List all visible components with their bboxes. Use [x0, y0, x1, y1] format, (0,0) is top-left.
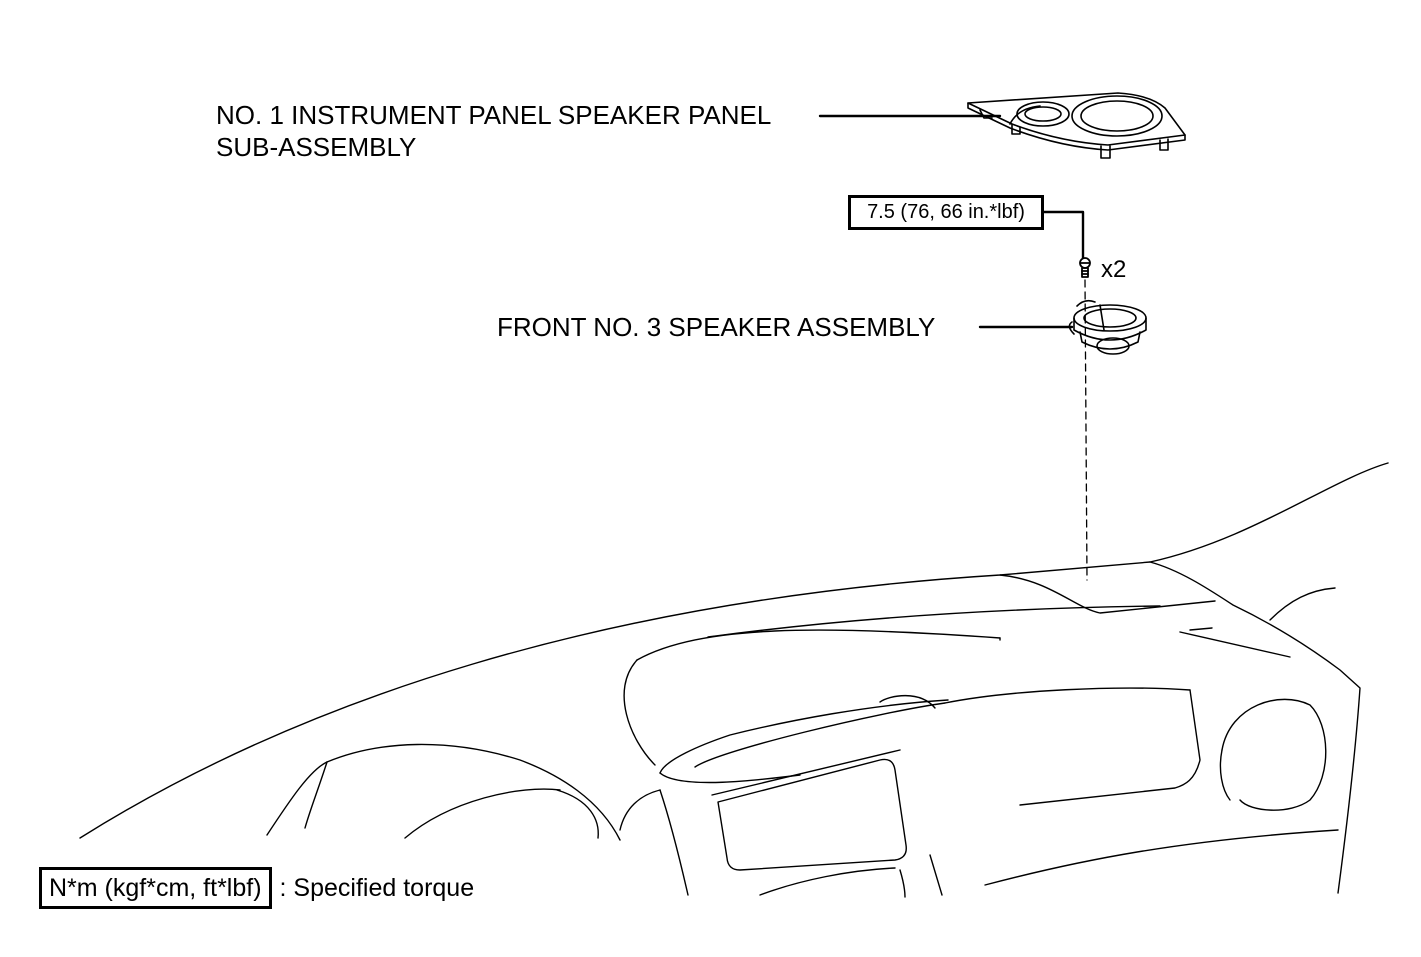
leader-lines [818, 114, 1085, 329]
legend-unit-box: N*m (kgf*cm, ft*lbf) [39, 867, 272, 909]
alignment-dashed-line [1084, 279, 1088, 581]
torque-leader-line [1042, 210, 1085, 260]
panel-assembly-label: NO. 1 INSTRUMENT PANEL SPEAKER PANEL SUB… [216, 100, 772, 162]
dashboard-outline [79, 462, 1389, 898]
torque-callout-box: 7.5 (76, 66 in.*lbf) [848, 195, 1044, 230]
speaker-assembly-label: FRONT NO. 3 SPEAKER ASSEMBLY [497, 312, 936, 342]
torque-legend: N*m (kgf*cm, ft*lbf) : Specified torque [39, 867, 474, 909]
screw-quantity-label: x2 [1101, 256, 1127, 283]
legend-description: : Specified torque [279, 873, 475, 902]
screw-icon [1079, 257, 1091, 278]
speaker-part [1068, 299, 1147, 355]
speaker-panel-part [967, 92, 1186, 159]
